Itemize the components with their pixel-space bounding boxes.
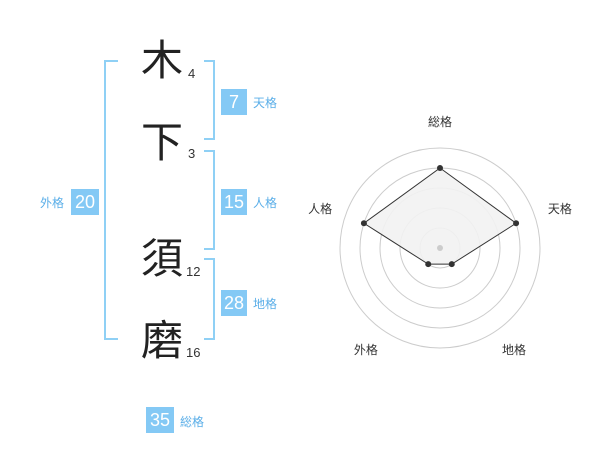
jinkaku-bracket xyxy=(204,150,215,250)
gaikaku-label: 外格 xyxy=(40,196,65,210)
soukaku-label: 総格 xyxy=(180,415,205,429)
jinkaku-label: 人格 xyxy=(253,196,278,210)
radar-ring-5 xyxy=(339,147,541,349)
radar-axis-label-0: 総格 xyxy=(428,114,452,129)
tenkaku-value: 7 xyxy=(221,89,247,115)
radar-axis-label-1: 天格 xyxy=(548,201,572,216)
stroke-count-1: 4 xyxy=(188,66,196,81)
radar-axis-label-2: 地格 xyxy=(502,342,526,357)
name-char-2: 下 xyxy=(141,118,184,167)
gaikaku-value: 20 xyxy=(71,189,99,215)
radar-point-1 xyxy=(513,220,520,227)
jinkaku-value: 15 xyxy=(221,189,247,215)
radar-point-3 xyxy=(425,261,432,268)
name-char-4: 磨 xyxy=(141,316,184,365)
stroke-count-2: 3 xyxy=(188,146,196,161)
soukaku-value: 35 xyxy=(146,407,174,433)
chikaku-bracket xyxy=(204,258,215,340)
radar-polygon xyxy=(363,167,517,265)
radar-point-4 xyxy=(360,220,367,227)
stroke-count-4: 16 xyxy=(186,345,201,360)
name-char-1: 木 xyxy=(141,36,184,85)
chikaku-label: 地格 xyxy=(253,297,278,311)
gaikaku-bracket xyxy=(104,60,118,340)
chikaku-value: 28 xyxy=(221,290,247,316)
tenkaku-bracket xyxy=(204,60,215,140)
stroke-count-3: 12 xyxy=(186,264,201,279)
radar-point-2 xyxy=(448,261,455,268)
radar-axis-label-4: 人格 xyxy=(308,201,332,216)
radar-point-0 xyxy=(437,165,443,171)
radar-center-dot xyxy=(437,245,443,251)
tenkaku-label: 天格 xyxy=(253,96,278,110)
radar-axis-label-3: 外格 xyxy=(354,342,378,357)
name-char-3: 須 xyxy=(141,234,184,283)
